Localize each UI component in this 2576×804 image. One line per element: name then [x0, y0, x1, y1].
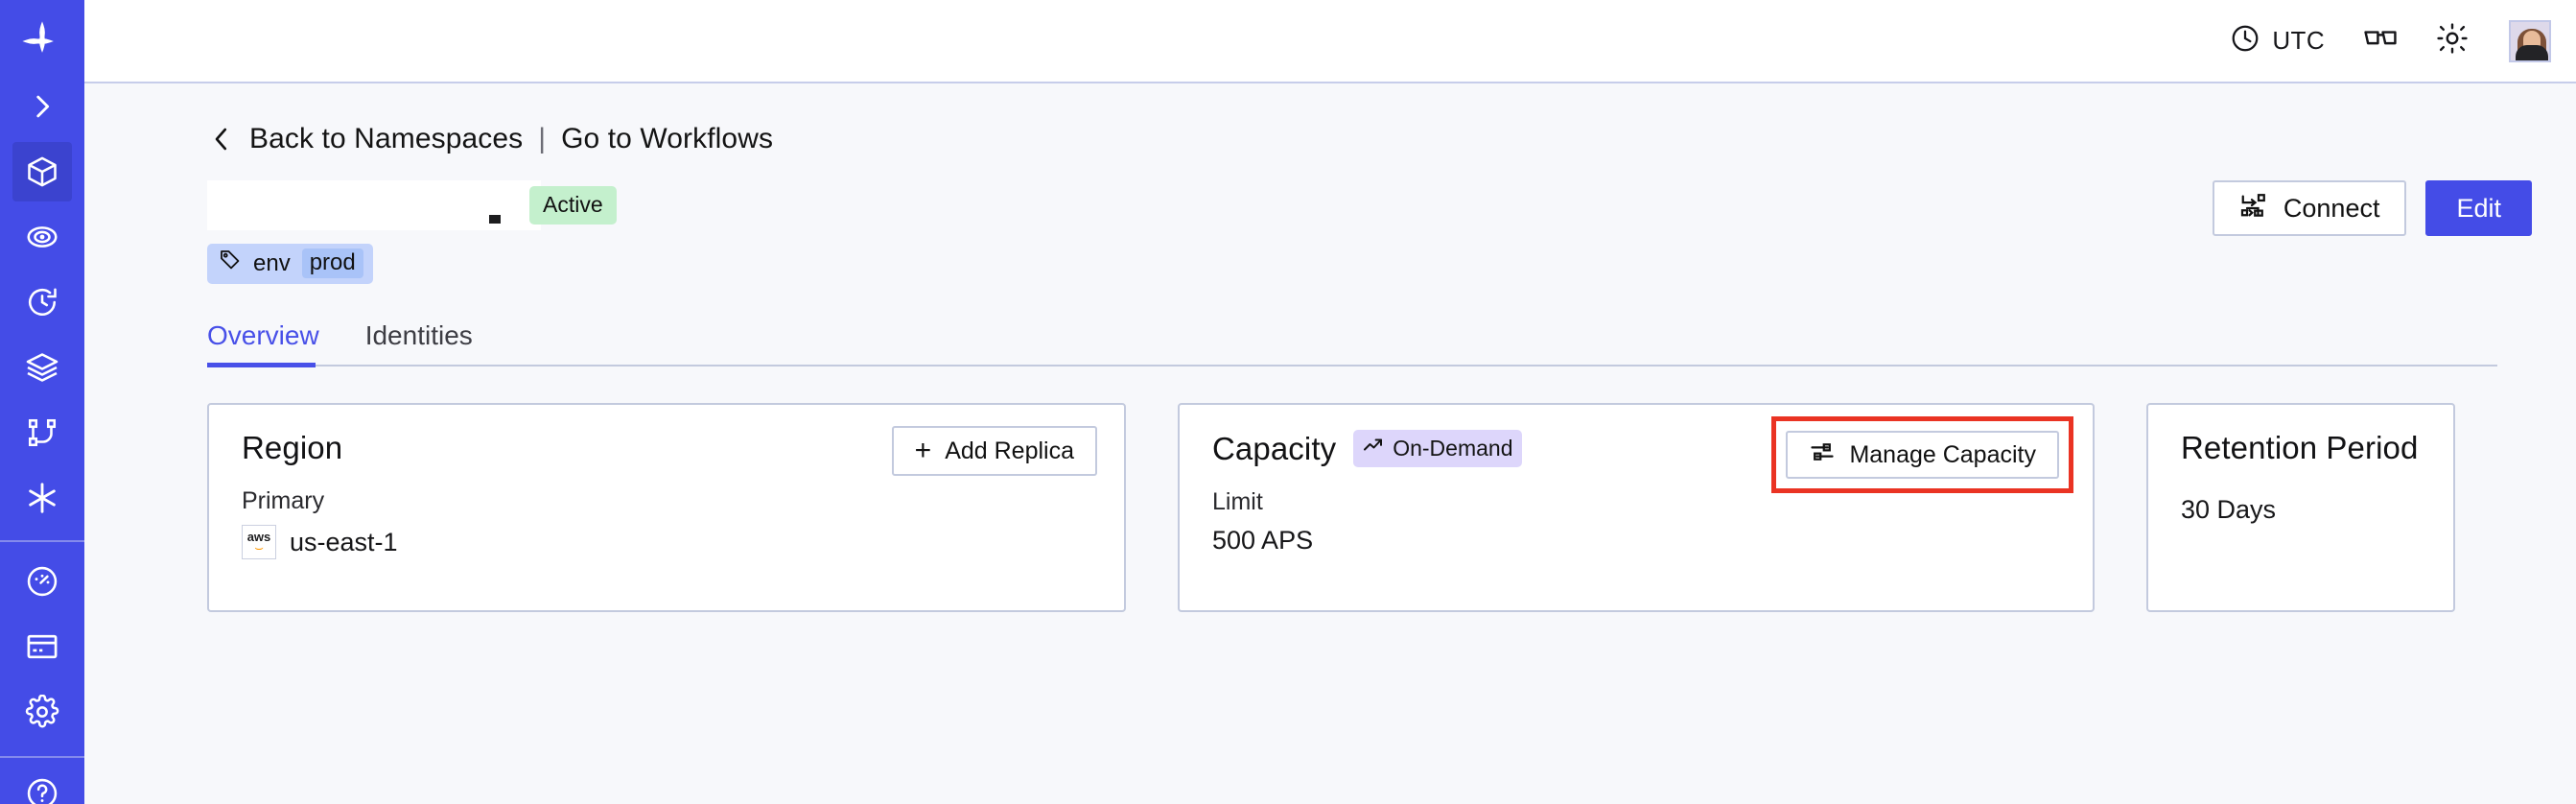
add-replica-button[interactable]: + Add Replica [891, 426, 1097, 476]
region-primary-value-row: aws ⌣ us-east-1 [242, 525, 1095, 559]
theme-toggle-button[interactable] [2436, 22, 2469, 59]
glasses-button[interactable] [2363, 24, 2398, 58]
edit-button[interactable]: Edit [2425, 180, 2532, 236]
sidebar-item-layers[interactable] [12, 338, 72, 397]
glasses-icon [2363, 24, 2398, 58]
sidebar-item-nexus[interactable] [12, 468, 72, 528]
namespace-header-row: Active Connect Edit [207, 180, 2532, 236]
sliders-icon [1809, 438, 1836, 472]
clock-icon [2230, 23, 2260, 59]
manage-capacity-button[interactable]: Manage Capacity [1786, 431, 2059, 479]
breadcrumb-workflows-link[interactable]: Go to Workflows [561, 123, 774, 154]
region-card-head: Region [242, 430, 1095, 466]
sidebar-item-schedules[interactable] [12, 272, 72, 332]
sidebar-item-temporal-logo[interactable] [12, 8, 72, 75]
breadcrumb-back-link[interactable]: Back to Namespaces [249, 123, 524, 154]
title-descender-mark [489, 214, 501, 224]
user-avatar[interactable] [2509, 19, 2551, 62]
cube-icon [25, 154, 59, 189]
sun-icon [2436, 22, 2469, 59]
layers-icon [25, 350, 59, 385]
region-card-action: + Add Replica [891, 426, 1097, 476]
sidebar-item-workflows[interactable] [12, 403, 72, 462]
aws-text: aws [246, 529, 271, 544]
region-primary-label: Primary [242, 487, 325, 514]
connect-label: Connect [2283, 193, 2380, 223]
status-badge: Active [529, 186, 617, 225]
primary-sidebar [0, 0, 84, 804]
retention-card-title: Retention Period [2181, 430, 2419, 465]
eye-icon [25, 220, 59, 254]
aws-swoosh: ⌣ [254, 539, 264, 556]
chevron-left-icon[interactable] [207, 125, 236, 154]
connect-icon [2239, 191, 2268, 226]
sidebar-item-usage[interactable] [12, 552, 72, 611]
clock-rewind-icon [25, 285, 59, 319]
sidebar-item-namespaces[interactable] [12, 142, 72, 201]
manage-capacity-label: Manage Capacity [1849, 440, 2036, 468]
sidebar-divider-bottom [0, 756, 84, 758]
sidebar-item-billing[interactable] [12, 617, 72, 676]
tag-key: env [253, 249, 291, 276]
card-region: Region + Add Replica Primary aws ⌣ [207, 403, 1126, 612]
header-actions: Connect Edit [2212, 180, 2532, 236]
plus-icon: + [914, 435, 932, 466]
timezone-label: UTC [2272, 26, 2325, 55]
region-primary-value: us-east-1 [290, 527, 398, 556]
main-pane: UTC [84, 0, 2576, 804]
gear-icon [25, 695, 59, 729]
chevron-right-icon [26, 90, 59, 123]
page-content: Back to Namespaces | Go to Workflows Act… [84, 83, 2576, 804]
capacity-limit-value: 500 APS [1212, 526, 1314, 555]
credit-card-icon [25, 629, 59, 664]
edit-label: Edit [2456, 193, 2501, 223]
temporal-logo-icon [22, 21, 62, 61]
sidebar-divider-top [0, 540, 84, 542]
namespace-tags: env prod [207, 244, 2532, 284]
connect-button[interactable]: Connect [2212, 180, 2407, 236]
overview-cards: Region + Add Replica Primary aws ⌣ [207, 403, 2497, 612]
tag-env[interactable]: env prod [207, 244, 373, 284]
trend-up-icon [1362, 434, 1385, 462]
sidebar-item-settings[interactable] [12, 682, 72, 742]
capacity-limit-label: Limit [1212, 488, 1263, 515]
tag-icon [219, 248, 242, 278]
manage-capacity-highlight: Manage Capacity [1771, 416, 2073, 493]
tag-value: prod [301, 248, 363, 278]
timezone-selector[interactable]: UTC [2230, 23, 2325, 59]
retention-card-head: Retention Period [2181, 430, 2424, 466]
region-card-title: Region [242, 430, 343, 465]
add-replica-label: Add Replica [945, 437, 1074, 464]
sidebar-item-help[interactable] [12, 764, 72, 804]
sidebar-item-expand-nav[interactable] [12, 77, 72, 136]
card-capacity: Capacity On-Demand [1178, 403, 2095, 612]
git-branch-icon [26, 416, 59, 449]
aws-icon: aws ⌣ [242, 525, 276, 559]
tab-identities[interactable]: Identities [364, 320, 473, 350]
help-circle-icon [25, 776, 59, 804]
breadcrumb-separator: | [538, 123, 547, 154]
capacity-mode-badge: On-Demand [1353, 430, 1523, 467]
card-retention-period: Retention Period 30 Days [2146, 403, 2455, 612]
capacity-card-head: Capacity On-Demand [1212, 430, 2064, 467]
breadcrumb: Back to Namespaces | Go to Workflows [207, 123, 2532, 155]
sidebar-item-observability[interactable] [12, 207, 72, 267]
retention-value: 30 Days [2181, 495, 2277, 524]
tab-bar: Overview Identities [207, 320, 2497, 367]
avatar-body [2516, 44, 2548, 60]
tab-overview[interactable]: Overview [207, 320, 340, 367]
capacity-card-title: Capacity [1212, 430, 1337, 466]
gauge-icon [25, 564, 59, 599]
top-header-bar: UTC [84, 0, 2576, 83]
asterisk-icon [24, 480, 60, 516]
capacity-mode-label: On-Demand [1393, 435, 1513, 461]
page-title [207, 180, 541, 230]
